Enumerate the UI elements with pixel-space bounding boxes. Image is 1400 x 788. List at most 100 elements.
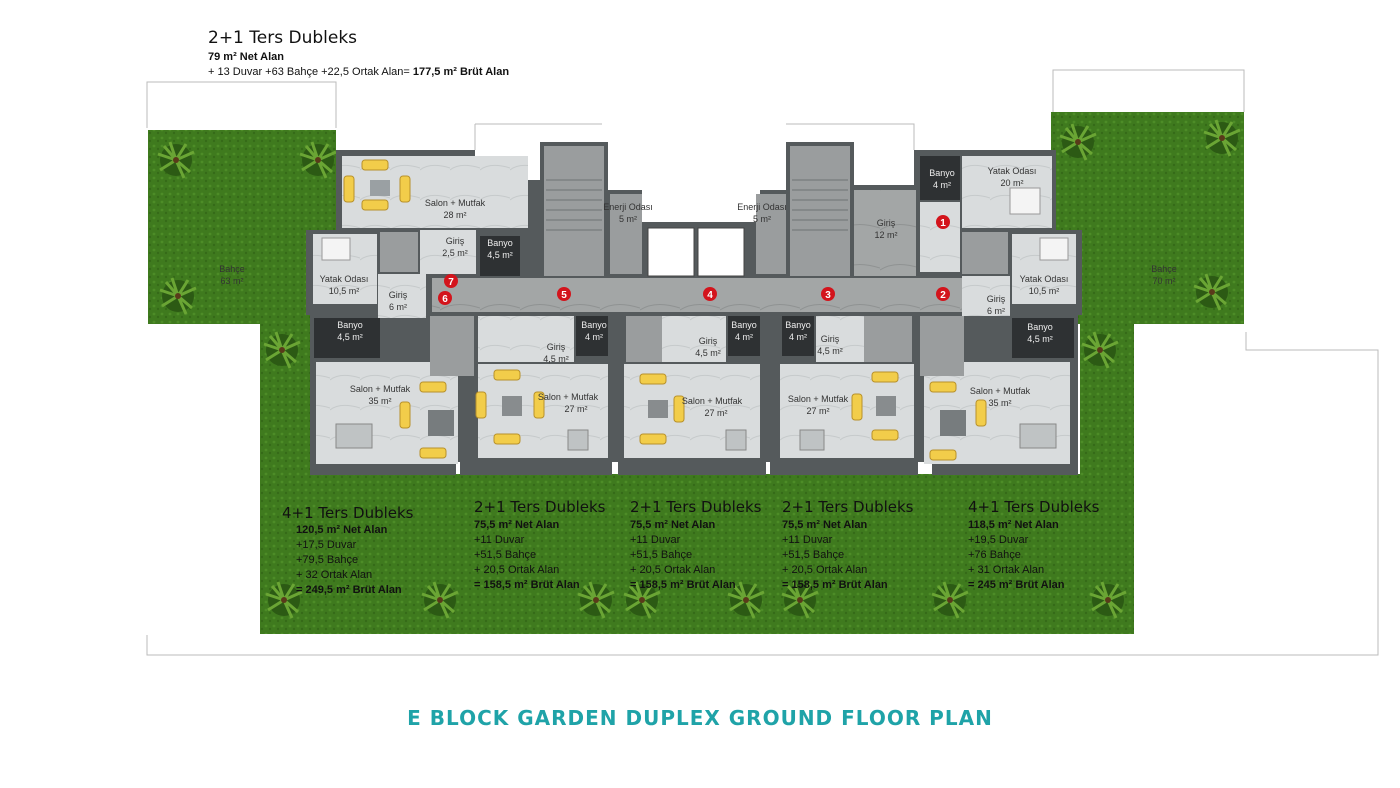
svg-text:6: 6: [442, 294, 448, 305]
plan-title: E BLOCK GARDEN DUPLEX GROUND FLOOR PLAN: [407, 706, 993, 730]
marker-3: 3: [821, 287, 835, 301]
label-giris-middle-1: Giriş: [547, 342, 566, 352]
label-salon-left-area: 35 m²: [368, 396, 391, 406]
label-salon-top-left: Salon + Mutfak: [425, 198, 486, 208]
label-garden-left-area: 63 m²: [220, 276, 243, 286]
label-salon-middle-3-area: 27 m²: [806, 406, 829, 416]
room-banyo-middle-1: [576, 316, 608, 356]
room-giris-left: [378, 274, 426, 318]
label-enerji-left: Enerji Odası: [603, 202, 653, 212]
svg-text:2: 2: [940, 290, 946, 301]
unit-wall-area: +11 Duvar: [630, 534, 681, 546]
room-entry-top-right: [920, 202, 960, 272]
label-salon-middle-1: Salon + Mutfak: [538, 392, 599, 402]
label-banyo-middle-3-area: 4 m²: [789, 332, 807, 342]
room-labels: Salon + Mutfak 28 m² Giriş 2,5 m² Banyo …: [219, 166, 1177, 418]
label-salon-middle-2-area: 27 m²: [704, 408, 727, 418]
label-banyo-middle-1-area: 4 m²: [585, 332, 603, 342]
unit-common-area: + 20,5 Ortak Alan: [630, 564, 715, 576]
label-yatak-right: Yatak Odası: [1020, 274, 1069, 284]
unit-common-area: + 20,5 Ortak Alan: [474, 564, 559, 576]
label-yatak-top-right-area: 20 m²: [1000, 178, 1023, 188]
unit-title: 2+1 Ters Dubleks: [474, 498, 606, 516]
label-giris-right-area: 6 m²: [987, 306, 1005, 316]
label-salon-right: Salon + Mutfak: [970, 386, 1031, 396]
unit-common-area: + 32 Ortak Alan: [296, 569, 372, 581]
label-giris-left-area: 6 m²: [389, 302, 407, 312]
room-banyo-middle-3: [782, 316, 814, 356]
marker-6: 6: [438, 291, 452, 305]
stair-left: [544, 146, 604, 276]
stair-right: [790, 146, 850, 276]
label-yatak-right-area: 10,5 m²: [1029, 286, 1060, 296]
room-enerji-left: [610, 194, 642, 274]
label-banyo-middle-3: Banyo: [785, 320, 811, 330]
room-banyo-left: [314, 318, 380, 358]
room-giris-middle-1: [478, 316, 574, 362]
unit-garden-area: +76 Bahçe: [968, 549, 1021, 561]
marker-2: 2: [936, 287, 950, 301]
label-banyo-top-right: Banyo: [929, 168, 955, 178]
label-giris-middle-2-area: 4,5 m²: [695, 348, 721, 358]
marker-7: 7: [444, 274, 458, 288]
room-giris-top-left: [420, 230, 476, 274]
unit-garden-area: +51,5 Bahçe: [630, 549, 692, 561]
spiral-stair-top-right: [962, 232, 1008, 274]
label-enerji-right-area: 5 m²: [753, 214, 771, 224]
unit-garden-area: +51,5 Bahçe: [474, 549, 536, 561]
marker-4: 4: [703, 287, 717, 301]
label-giris-middle-1-area: 4,5 m²: [543, 354, 569, 364]
svg-text:1: 1: [940, 218, 946, 229]
unit-title: 4+1 Ters Dubleks: [968, 498, 1100, 516]
room-giris-right: [962, 276, 1010, 316]
unit-info-5: 4+1 Ters Dubleks 118,5 m² Net Alan +19,5…: [968, 498, 1100, 591]
svg-text:7: 7: [448, 277, 454, 288]
furniture: [321, 159, 1069, 461]
label-banyo-middle-2-area: 4 m²: [735, 332, 753, 342]
label-giris-middle-3-area: 4,5 m²: [817, 346, 843, 356]
label-salon-middle-3: Salon + Mutfak: [788, 394, 849, 404]
svg-text:5: 5: [561, 290, 567, 301]
unit-net-area: 75,5 m² Net Alan: [782, 519, 867, 531]
unit-garden-area: +79,5 Bahçe: [296, 554, 358, 566]
elevator-left: [647, 227, 695, 277]
unit-wall-area: +11 Duvar: [474, 534, 525, 546]
room-banyo-middle-2: [728, 316, 760, 356]
garden-bottom-right: [1080, 324, 1134, 634]
room-banyo-right: [1012, 318, 1074, 358]
unit-wall-area: +17,5 Duvar: [296, 539, 357, 551]
unit-common-area: + 31 Ortak Alan: [968, 564, 1044, 576]
label-banyo-left: Banyo: [337, 320, 363, 330]
unit-net-area: 75,5 m² Net Alan: [630, 519, 715, 531]
header-title: 2+1 Ters Dubleks: [208, 28, 358, 48]
room-enerji-right: [756, 194, 786, 274]
label-banyo-middle-2: Banyo: [731, 320, 757, 330]
label-giris-middle-3: Giriş: [821, 334, 840, 344]
label-salon-top-left-area: 28 m²: [443, 210, 466, 220]
unit-info-1: 4+1 Ters Dubleks 120,5 m² Net Alan +17,5…: [282, 504, 414, 596]
header-net-area: 79 m² Net Alan: [208, 51, 285, 63]
header-gross-area: + 13 Duvar +63 Bahçe +22,5 Ortak Alan= 1…: [208, 66, 510, 78]
spiral-stair-top-left: [380, 232, 418, 272]
unit-markers: 1 2 3 4 5 6 7: [438, 215, 950, 305]
unit-wall-area: +19,5 Duvar: [968, 534, 1029, 546]
unit-info-3: 2+1 Ters Dubleks 75,5 m² Net Alan +11 Du…: [630, 498, 762, 591]
unit-gross-area: = 158,5 m² Brüt Alan: [630, 579, 736, 591]
label-banyo-right-area: 4,5 m²: [1027, 334, 1053, 344]
label-salon-left: Salon + Mutfak: [350, 384, 411, 394]
room-banyo-top-right: [920, 156, 960, 200]
spiral-stair-left: [430, 316, 474, 376]
unit-net-area: 118,5 m² Net Alan: [968, 519, 1059, 531]
svg-text:3: 3: [825, 290, 831, 301]
label-salon-right-area: 35 m²: [988, 398, 1011, 408]
unit-common-area: + 20,5 Ortak Alan: [782, 564, 867, 576]
label-garden-right-area: 70 m²: [1152, 276, 1175, 286]
unit-info-2: 2+1 Ters Dubleks 75,5 m² Net Alan +11 Du…: [474, 498, 606, 591]
label-yatak-left-area: 10,5 m²: [329, 286, 360, 296]
unit-title: 2+1 Ters Dubleks: [782, 498, 914, 516]
unit-title: 4+1 Ters Dubleks: [282, 504, 414, 522]
room-banyo-top-left: [480, 236, 520, 276]
label-banyo-top-right-area: 4 m²: [933, 180, 951, 190]
unit-gross-area: = 249,5 m² Brüt Alan: [296, 584, 402, 596]
